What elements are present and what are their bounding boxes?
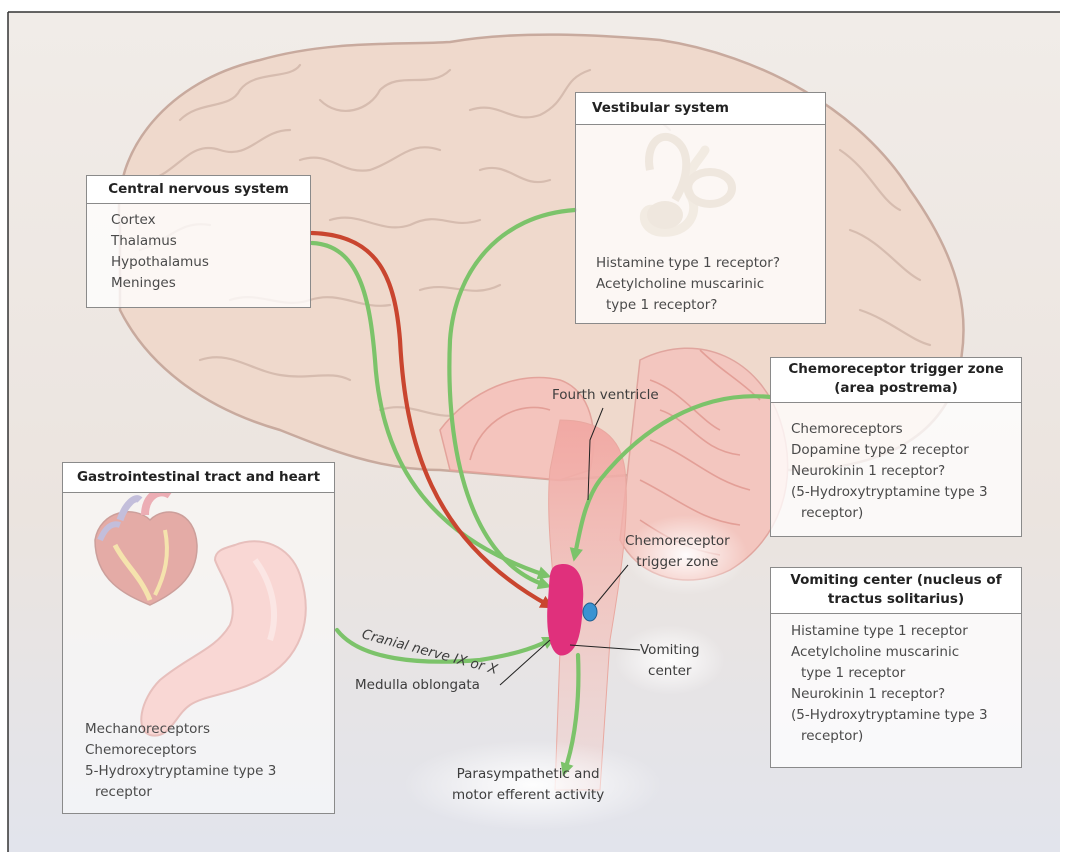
cns-box-list: Cortex Thalamus Hypothalamus Meninges [87, 204, 310, 294]
list-item: receptor) [791, 726, 1021, 747]
list-item: Hypothalamus [111, 252, 310, 273]
list-item: receptor) [791, 503, 1021, 524]
ctz-box-header: Chemoreceptor trigger zone (area postrem… [771, 358, 1021, 403]
gi-heart-box: Gastrointestinal tract and heart Mechano… [62, 462, 335, 814]
vomiting-center-box-list: Histamine type 1 receptor Acetylcholine … [771, 614, 1021, 747]
efferent-activity-label-line1: Parasympathetic and [452, 764, 604, 785]
list-item: Histamine type 1 receptor? [596, 253, 825, 274]
ctz-box: Chemoreceptor trigger zone (area postrem… [770, 357, 1022, 537]
list-item: (5-Hydroxytryptamine type 3 [791, 705, 1021, 726]
list-item: Dopamine type 2 receptor [791, 440, 1021, 461]
ctz-box-title: Chemoreceptor trigger zone [771, 360, 1021, 379]
efferent-activity-label-line2: motor efferent activity [452, 785, 604, 806]
vestibular-box-title: Vestibular system [576, 93, 825, 125]
list-item: Meninges [111, 273, 310, 294]
list-item: Chemoreceptors [85, 740, 334, 761]
ctz-label: Chemoreceptor trigger zone [625, 531, 730, 573]
vestibular-box-list: Histamine type 1 receptor? Acetylcholine… [576, 125, 825, 316]
vomiting-center-box-subtitle: tractus solitarius) [771, 590, 1021, 609]
vomiting-center-box-header: Vomiting center (nucleus of tractus soli… [771, 568, 1021, 614]
list-item: receptor [85, 782, 334, 803]
ctz-dot [583, 603, 597, 621]
list-item: Chemoreceptors [791, 419, 1021, 440]
list-item: Acetylcholine muscarinic [596, 274, 825, 295]
list-item: Cortex [111, 210, 310, 231]
list-item: Histamine type 1 receptor [791, 621, 1021, 642]
list-item: 5-Hydroxytryptamine type 3 [85, 761, 334, 782]
list-item: type 1 receptor [791, 663, 1021, 684]
list-item: Neurokinin 1 receptor? [791, 461, 1021, 482]
vestibular-box: Vestibular system Histamine type 1 recep… [575, 92, 826, 324]
cns-box: Central nervous system Cortex Thalamus H… [86, 175, 311, 308]
list-item: type 1 receptor? [596, 295, 825, 316]
list-item: Neurokinin 1 receptor? [791, 684, 1021, 705]
vomiting-center-label: Vomiting center [640, 640, 700, 682]
vomiting-center-box: Vomiting center (nucleus of tractus soli… [770, 567, 1022, 768]
cns-box-title: Central nervous system [87, 176, 310, 204]
ctz-label-line2: trigger zone [625, 552, 730, 573]
fourth-ventricle-label: Fourth ventricle [552, 385, 659, 406]
list-item: Acetylcholine muscarinic [791, 642, 1021, 663]
list-item: Mechanoreceptors [85, 719, 334, 740]
gi-heart-box-title: Gastrointestinal tract and heart [63, 463, 334, 493]
ctz-box-list: Chemoreceptors Dopamine type 2 receptor … [771, 403, 1021, 524]
ctz-label-line1: Chemoreceptor [625, 531, 730, 552]
efferent-activity-label: Parasympathetic and motor efferent activ… [452, 764, 604, 806]
gi-heart-box-list: Mechanoreceptors Chemoreceptors 5-Hydrox… [63, 493, 334, 803]
vomiting-center-label-line2: center [640, 661, 700, 682]
ctz-box-subtitle: (area postrema) [771, 379, 1021, 398]
list-item: (5-Hydroxytryptamine type 3 [791, 482, 1021, 503]
vomiting-center-box-title: Vomiting center (nucleus of [771, 571, 1021, 590]
vomiting-center-label-line1: Vomiting [640, 640, 700, 661]
medulla-oblongata-label: Medulla oblongata [355, 675, 480, 696]
list-item: Thalamus [111, 231, 310, 252]
